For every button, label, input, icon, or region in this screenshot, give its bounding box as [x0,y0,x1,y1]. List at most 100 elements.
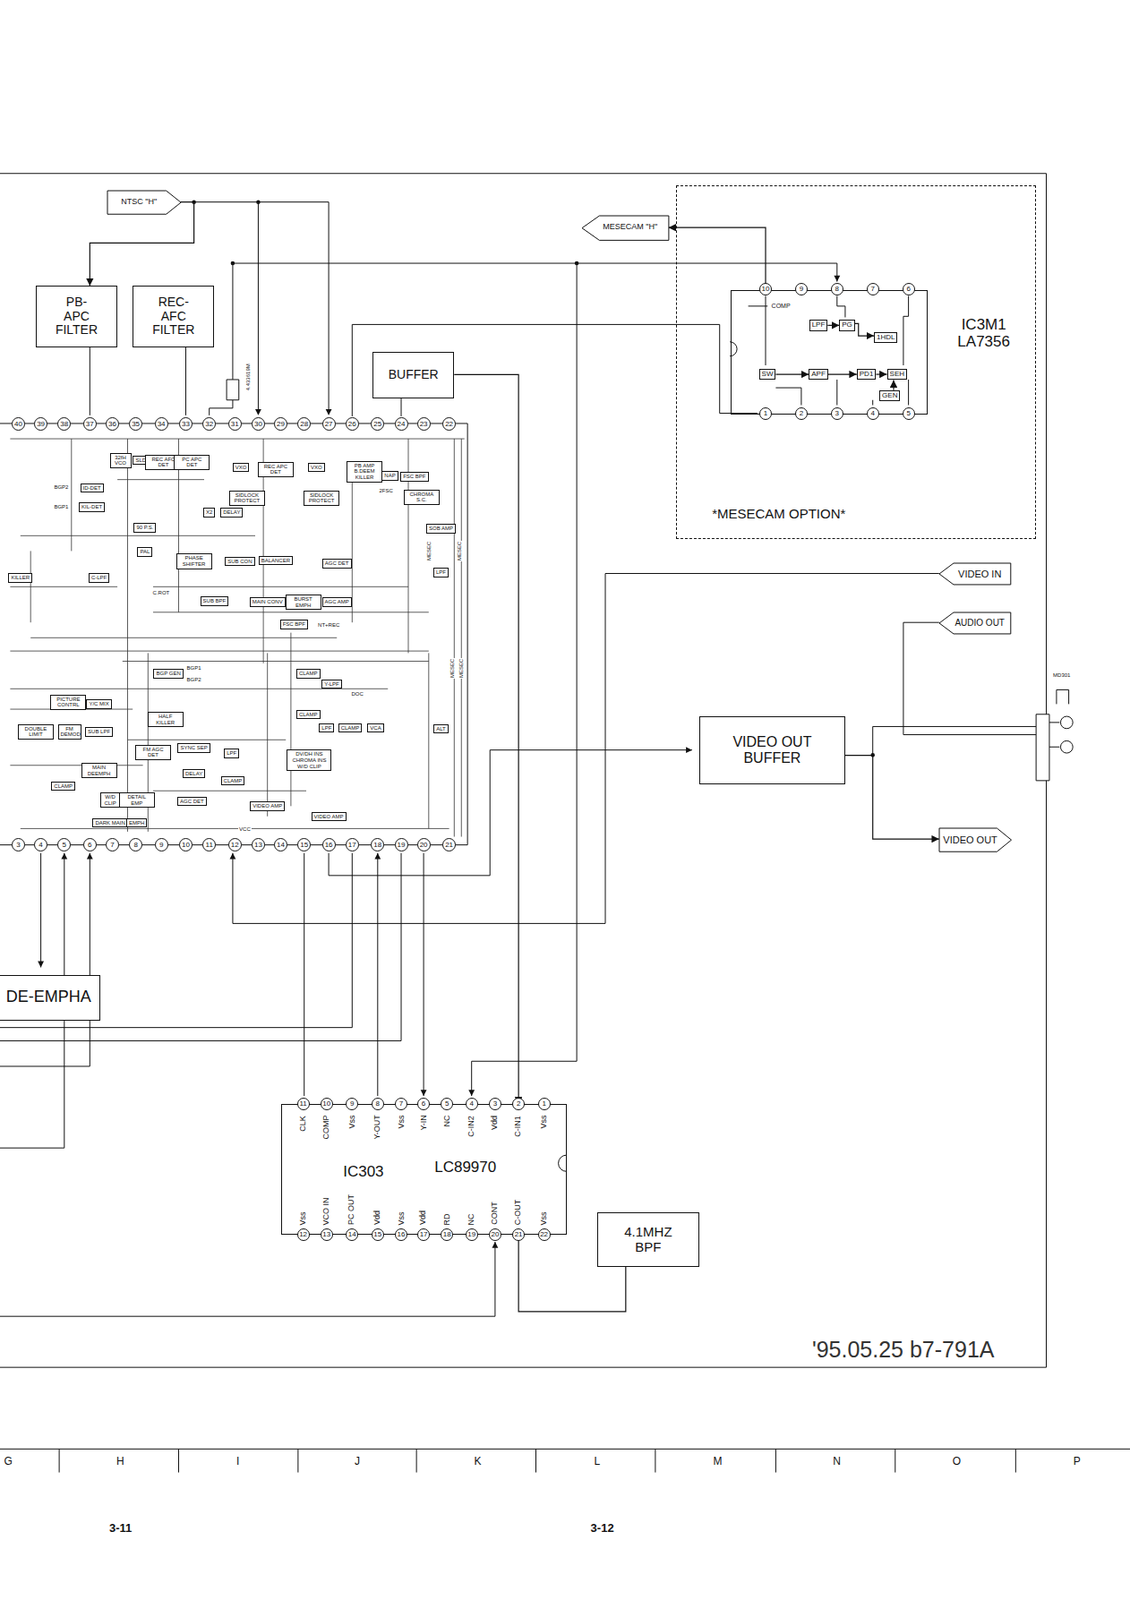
function-block: DOUBLE LIMIT [17,724,54,740]
pin-number: 18 [370,838,385,852]
pin-number: 13 [251,838,266,852]
node-text: GEN [881,392,898,401]
node-text: AGC DET [179,798,205,805]
grid-reference: N [831,1455,842,1468]
function-block: KILLER [8,573,33,583]
pin-number: 2 [795,407,808,420]
pin-number: 6 [83,838,97,852]
pin-number: 40 [11,417,26,431]
function-block: DV/DH INS CHROMA INS W/D CLIP [286,749,332,771]
node-text: SEH [890,370,905,379]
pin-name: NC [467,1212,477,1226]
pin-number: 15 [297,838,311,852]
node-text: FSC BPF [402,473,426,480]
node-text: SOB AMP [428,525,454,532]
ic-notch [729,342,737,357]
signal-connector [827,325,839,326]
function-block: VXO [232,462,250,473]
node-text: BALANCER [261,557,291,565]
function-block: SUB LPF [85,727,113,737]
crystal-symbol [226,379,240,401]
function-block: SYNC SEP [177,743,210,754]
function-block: Y/C MIX [85,699,112,710]
node-text: SIDLOCK PROTECT [306,492,337,505]
pin-number: 4 [866,407,880,420]
pin-name: Vss [299,1210,309,1226]
annotation: 2FSC [377,487,394,495]
deemphasis-block: DE-EMPHA [0,975,101,1021]
node-text: X2 [205,509,213,516]
jack-socket [1060,716,1073,729]
node-text: CLAMP [223,778,243,785]
node-text: Y-LPF [324,681,339,688]
pin-number: 1 [538,1097,551,1111]
pin-number: 12 [228,838,242,852]
grid-reference: P [1072,1455,1082,1468]
function-block: W/D CLIP [100,792,120,808]
pin-name: Vss [539,1210,549,1226]
signal-connector [668,227,766,290]
function-block: PD1 [856,368,877,381]
pin-number: 6 [417,1097,430,1111]
pin-number: 38 [57,417,71,431]
pin-number: 16 [394,1228,408,1242]
node-text: SLD [135,457,146,464]
function-block: SIDLOCK PROTECT [229,490,266,506]
filter-block: 4.1MHZ BPF [597,1212,700,1267]
pin-name: Y-IN [419,1114,429,1132]
function-block: SLD [132,455,149,466]
function-block: CLAMP [296,710,321,720]
function-block: APF [808,368,829,381]
pin-name: CLK [298,1114,308,1133]
node-text: PC APC DET [176,456,207,469]
pin-number: 7 [105,838,120,852]
pin-number: 17 [417,1228,430,1242]
node-text: IC303 [342,1164,384,1182]
pin-number: 36 [105,417,120,431]
node-text: PB AMP B.DEEM KILLER [349,462,380,481]
node-text: CHROMA S.C. [406,491,437,504]
function-block: BGP GEN [153,668,183,679]
pin-number: 25 [370,417,385,431]
off-page-connector: VIDEO IN [939,563,1011,585]
function-block: BALANCER [258,556,293,566]
annotation: MESEC [449,658,456,679]
pin-number: 7 [394,1097,408,1111]
grid-reference: I [235,1455,240,1468]
node-text: CLAMP [299,670,318,677]
function-block: HALF KILLER [147,711,184,728]
signal-connector [855,323,874,336]
pin-number: 21 [442,838,456,852]
connector-outline [107,190,181,215]
pin-name: RD [442,1212,452,1226]
node-text: VIDEO AMP [252,803,283,810]
pin-number: 16 [322,838,336,852]
function-block: MAIN CONV [249,597,286,608]
node-text: DOUBLE LIMIT [20,726,52,738]
node-text: LC89970 [434,1159,497,1177]
function-block: AGC AMP [322,597,352,608]
signal-connector [775,373,809,375]
pin-name: C-IN1 [513,1114,523,1139]
connector-outline [939,828,1012,852]
pin-number: 4 [465,1097,479,1111]
pin-number: 34 [154,417,169,431]
node-text: DARK MAIN [94,820,125,827]
node-text: APF [811,370,826,379]
ic-chip: IC303 LC89970 [281,1104,567,1235]
pin-name: Y-OUT [373,1114,383,1141]
pin-number: 14 [273,838,288,852]
node-text: LPF [436,569,446,576]
node-text: PB- APC FILTER [52,295,100,337]
function-block: LPF [433,567,449,578]
node-text: MAIN CONV [252,599,283,606]
junction-dot [231,261,236,266]
pin-number: 35 [128,417,143,431]
pin-number: 8 [371,1097,385,1111]
function-block: VXO [308,462,326,473]
function-block: LPF [809,319,829,332]
node-text: 90 P.S. [136,524,154,531]
node-text: AGC DET [325,560,350,567]
node-text: ALT [436,726,446,733]
wire [0,173,1047,1368]
